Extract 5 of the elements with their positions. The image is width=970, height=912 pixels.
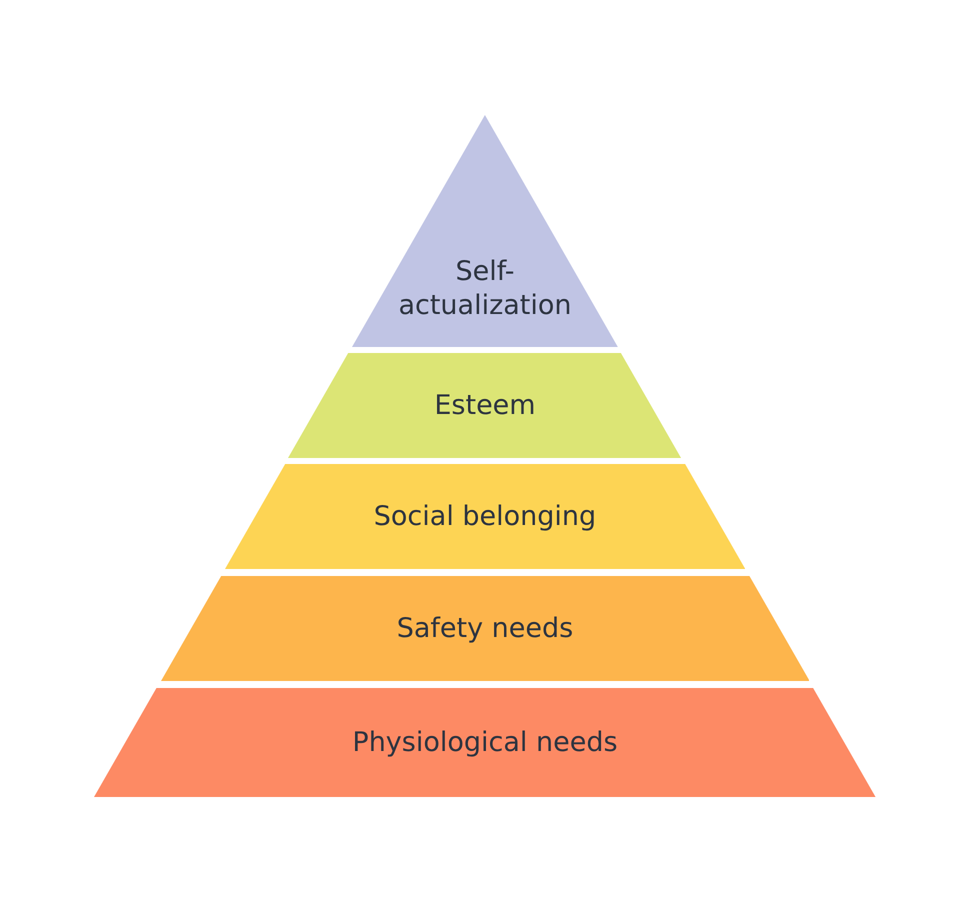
tier-label: Safety needs <box>396 612 574 646</box>
tier-label: Esteem <box>433 388 537 422</box>
tier-label: Physiological needs <box>351 726 619 760</box>
tier-label: Self-actualization <box>397 255 573 323</box>
tier-label: Social belonging <box>372 500 598 534</box>
